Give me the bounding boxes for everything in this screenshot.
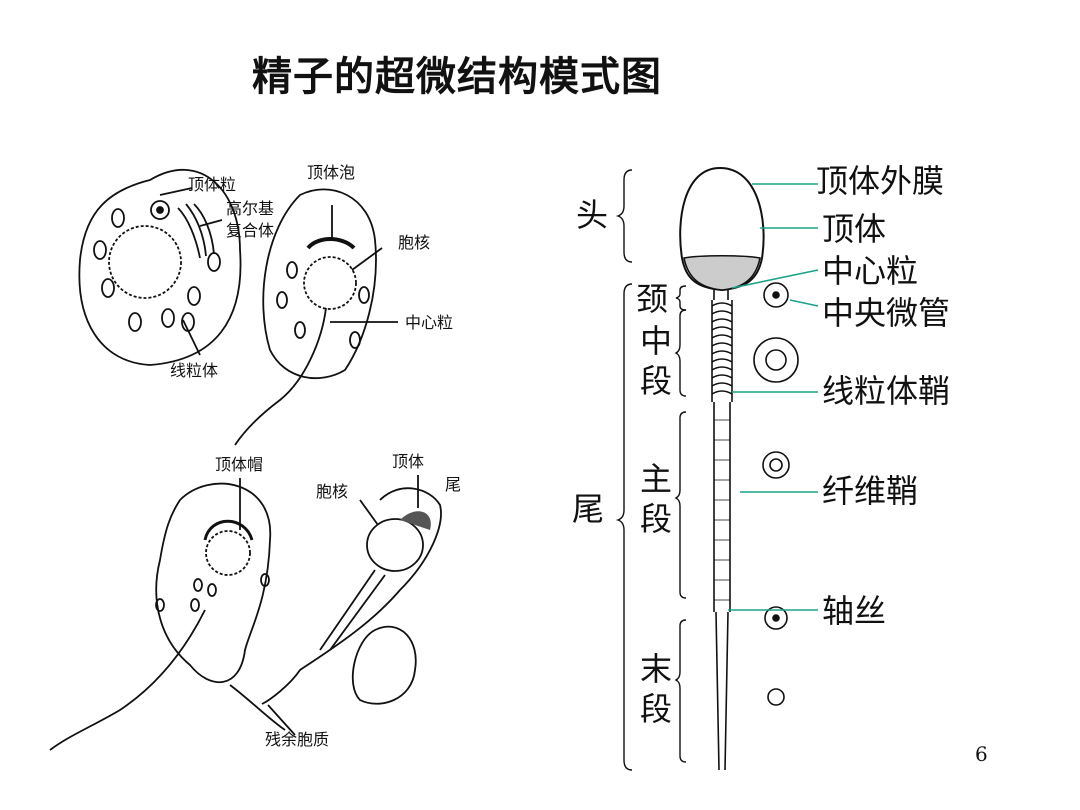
right-labels: 顶体外膜 顶体 中心粒 中央微管 线粒体鞘 纤维鞘 轴丝 头 颈 中 段 尾 主…: [572, 162, 950, 728]
page-title: 精子的超微结构模式图: [252, 54, 662, 100]
label-mitochondria: 线粒体: [170, 361, 218, 380]
leader-lines: [728, 183, 819, 611]
region-middle-1: 中: [640, 322, 672, 360]
residual-body: [351, 625, 417, 705]
end-piece: [715, 611, 729, 771]
region-braces: [615, 169, 687, 771]
label-centriole-right: 中心粒: [822, 252, 918, 290]
label-golgi-1: 高尔基: [226, 199, 274, 218]
cell4-midpiece: [319, 569, 386, 651]
label-acrosome: 顶体: [822, 210, 886, 248]
label-residual-body: 残余胞质: [265, 730, 329, 749]
label-golgi-2: 复合体: [226, 221, 274, 240]
cell3-flagellum: [49, 609, 206, 751]
region-end-2: 段: [640, 690, 672, 728]
principal-piece: [713, 402, 731, 612]
golgi-complex: [177, 203, 215, 259]
cross-section-midpiece: [753, 337, 799, 383]
left-labels: 顶体粒 高尔基 复合体 线粒体 顶体泡 胞核 中心粒 顶体帽 顶体 胞核 尾 残…: [170, 163, 461, 749]
region-tail: 尾: [572, 490, 604, 528]
acrosome-granule: [150, 200, 170, 220]
cell3-nucleus: [205, 530, 251, 576]
label-fibrous-sheath: 纤维鞘: [822, 472, 918, 510]
cell1-nucleus: [108, 225, 182, 299]
region-neck: 颈: [636, 280, 668, 318]
cell4-outline: [261, 487, 442, 705]
cell3-outline: [155, 482, 271, 684]
region-principal-2: 段: [640, 500, 672, 538]
label-cell4-tail: 尾: [445, 475, 461, 494]
label-acrosome-cap: 顶体帽: [215, 455, 263, 474]
acrosome-vesicle: [306, 237, 356, 250]
label-axoneme: 轴丝: [822, 592, 886, 630]
left-figure: [49, 168, 442, 751]
cell2-nucleus: [303, 256, 357, 310]
region-end-1: 末: [640, 650, 672, 688]
region-head: 头: [576, 196, 608, 234]
cell4-nucleus: [366, 518, 424, 572]
cross-section-principal: [762, 451, 790, 479]
acrosome-cap: [203, 519, 254, 541]
label-cell2-nucleus: 胞核: [398, 233, 430, 252]
label-mitochondrial-sheath: 线粒体鞘: [822, 372, 950, 410]
region-middle-2: 段: [640, 362, 672, 400]
label-cell4-nucleus: 胞核: [316, 482, 348, 501]
cross-section-end: [767, 688, 785, 706]
cell2-outline: [262, 188, 377, 379]
page-number: 6: [975, 742, 988, 766]
label-central-microtubule: 中央微管: [822, 294, 950, 332]
cross-section-neck: [763, 282, 789, 308]
cross-section-axoneme: [764, 606, 788, 630]
label-acrosome-granule: 顶体粒: [188, 175, 236, 194]
cell1-outline: [78, 168, 242, 366]
right-figure: [679, 166, 799, 771]
region-principal-1: 主: [640, 460, 672, 498]
label-cell4-acrosome: 顶体: [392, 452, 424, 471]
cell4-acrosome: [400, 511, 431, 530]
label-centriole: 中心粒: [405, 313, 453, 332]
mitochondrial-sheath: [711, 302, 733, 395]
label-outer-acrosomal-membrane: 顶体外膜: [816, 162, 944, 200]
sperm-nucleus: [683, 254, 761, 291]
cell2-flagellum: [234, 307, 327, 446]
label-acrosome-vesicle: 顶体泡: [307, 163, 355, 182]
